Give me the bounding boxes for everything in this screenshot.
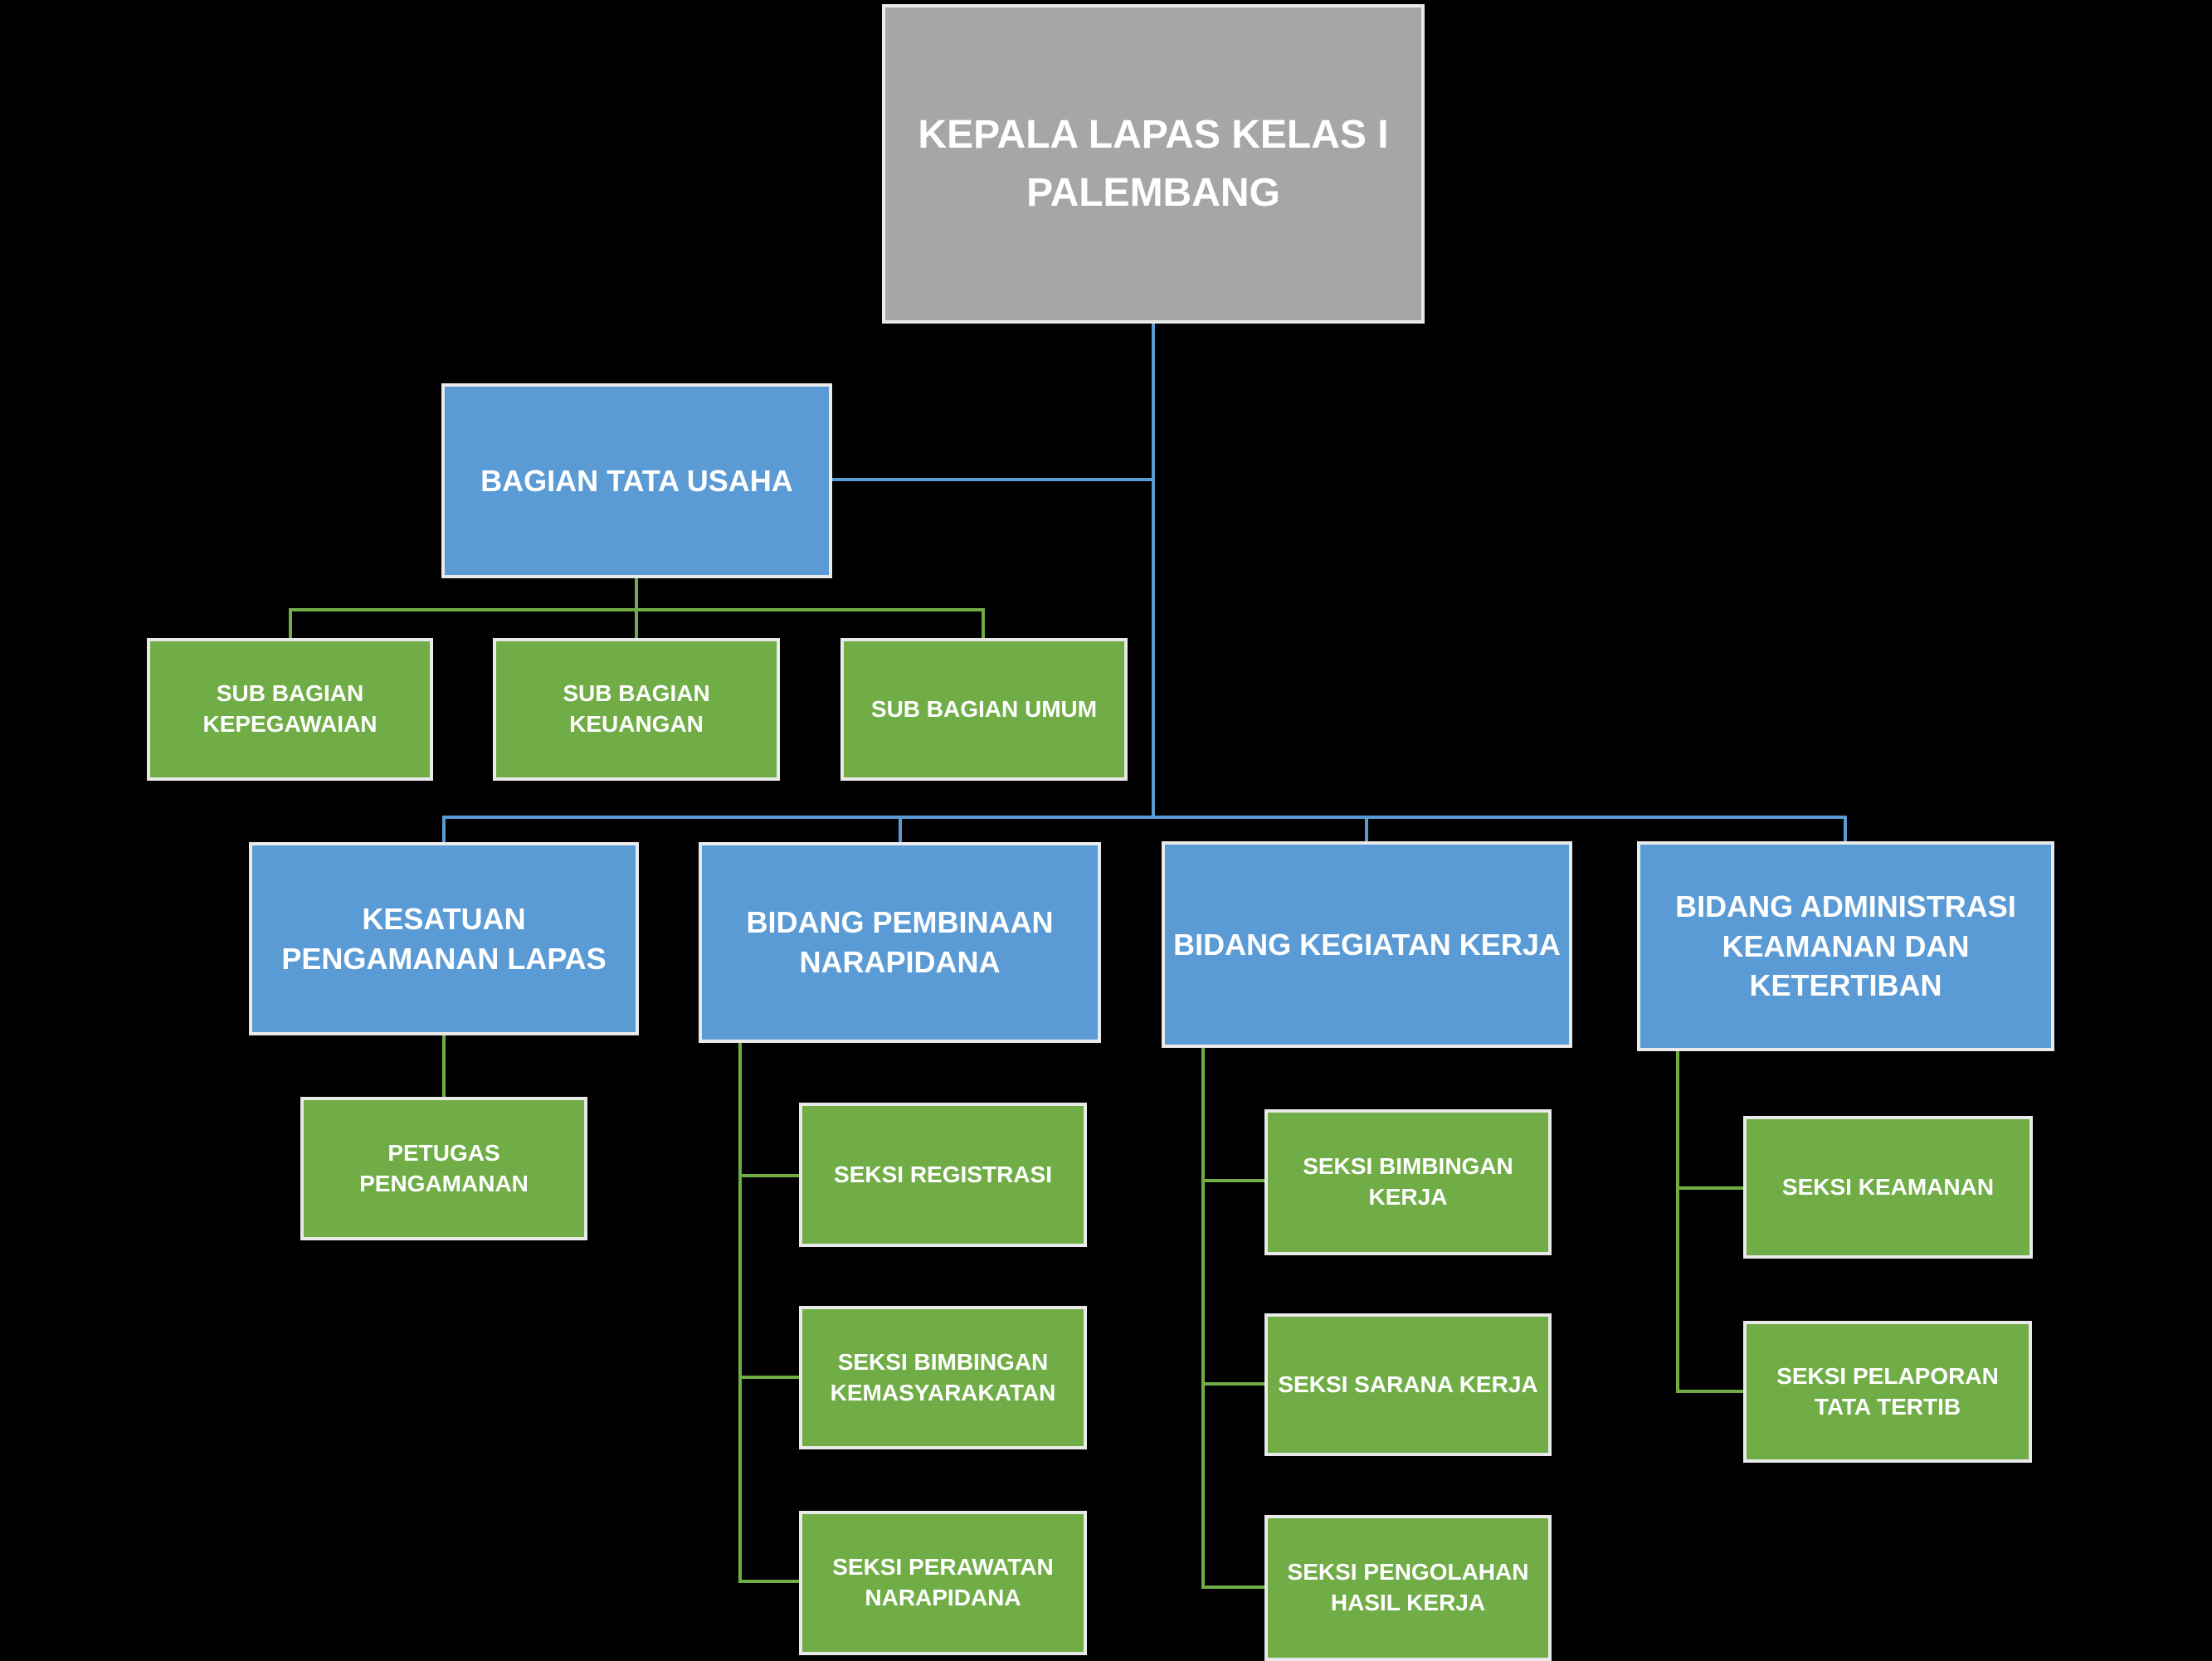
connector-stub-perawatan bbox=[738, 1580, 801, 1583]
node-label: SEKSI PELAPORAN TATA TERTIB bbox=[1776, 1362, 1999, 1420]
node-seksi-bimbingan-kemasyarakatan: SEKSI BIMBINGAN KEMASYARAKATAN bbox=[799, 1306, 1087, 1449]
node-label: BIDANG PEMBINAAN NARAPIDANA bbox=[746, 905, 1054, 979]
connector-stub-pelaporan bbox=[1676, 1390, 1745, 1393]
connector-stub-keamanan bbox=[1676, 1186, 1745, 1190]
node-label: SEKSI SARANA KERJA bbox=[1278, 1371, 1538, 1397]
connector-kegiatan-vertical bbox=[1201, 1048, 1205, 1589]
node-petugas-pengamanan: PETUGAS PENGAMANAN bbox=[300, 1097, 587, 1240]
node-bidang-pembinaan-narapidana: BIDANG PEMBINAAN NARAPIDANA bbox=[699, 842, 1101, 1043]
connector-kesatuan-petugas bbox=[442, 1035, 446, 1100]
node-sub-bagian-umum: SUB BAGIAN UMUM bbox=[840, 638, 1128, 781]
node-seksi-sarana-kerja: SEKSI SARANA KERJA bbox=[1264, 1313, 1552, 1456]
node-label: BIDANG ADMINISTRASI KEAMANAN DAN KETERTI… bbox=[1675, 889, 2016, 1003]
connector-tata-usaha-horizontal bbox=[832, 478, 1155, 481]
node-bidang-kegiatan-kerja: BIDANG KEGIATAN KERJA bbox=[1162, 841, 1572, 1048]
node-label: SEKSI KEAMANAN bbox=[1781, 1173, 1995, 1200]
connector-drop-keuangan bbox=[635, 608, 638, 641]
node-seksi-keamanan: SEKSI KEAMANAN bbox=[1743, 1116, 2033, 1259]
node-label: BIDANG KEGIATAN KERJA bbox=[1173, 927, 1561, 962]
node-seksi-registrasi: SEKSI REGISTRASI bbox=[799, 1103, 1087, 1247]
node-label: BAGIAN TATA USAHA bbox=[480, 463, 793, 498]
node-label: SEKSI REGISTRASI bbox=[834, 1161, 1052, 1187]
node-label: SEKSI PENGOLAHAN HASIL KERJA bbox=[1287, 1559, 1529, 1615]
node-label: SUB BAGIAN KEPEGAWAIAN bbox=[202, 680, 378, 737]
node-kepala-lapas: KEPALA LAPAS KELAS I PALEMBANG bbox=[882, 4, 1425, 324]
node-label: SUB BAGIAN KEUANGAN bbox=[563, 680, 710, 737]
connector-drop-pembinaan bbox=[899, 816, 902, 845]
connector-stub-registrasi bbox=[738, 1174, 801, 1177]
node-label: SEKSI PERAWATAN NARAPIDANA bbox=[832, 1554, 1054, 1610]
node-kesatuan-pengamanan-lapas: KESATUAN PENGAMANAN LAPAS bbox=[249, 842, 639, 1035]
connector-drop-kegiatan bbox=[1365, 816, 1368, 845]
node-bidang-administrasi-keamanan: BIDANG ADMINISTRASI KEAMANAN DAN KETERTI… bbox=[1637, 841, 2054, 1051]
node-seksi-perawatan-narapidana: SEKSI PERAWATAN NARAPIDANA bbox=[799, 1511, 1087, 1655]
connector-row2-horizontal bbox=[442, 816, 1847, 819]
connector-pembinaan-vertical bbox=[738, 1043, 742, 1583]
node-seksi-pelaporan-tata-tertib: SEKSI PELAPORAN TATA TERTIB bbox=[1743, 1321, 2032, 1463]
connector-drop-kesatuan bbox=[442, 816, 446, 845]
node-label: SEKSI BIMBINGAN KERJA bbox=[1303, 1153, 1513, 1210]
connector-drop-administrasi bbox=[1844, 816, 1847, 845]
node-label: SEKSI BIMBINGAN KEMASYARAKATAN bbox=[830, 1348, 1056, 1405]
connector-stub-sarana-kerja bbox=[1201, 1382, 1266, 1386]
connector-main-vertical bbox=[1152, 324, 1155, 819]
connector-stub-bimbingan-kerja bbox=[1201, 1179, 1266, 1182]
node-label: PETUGAS PENGAMANAN bbox=[359, 1139, 529, 1196]
node-seksi-bimbingan-kerja: SEKSI BIMBINGAN KERJA bbox=[1264, 1109, 1552, 1255]
connector-drop-umum bbox=[982, 608, 985, 641]
node-sub-bagian-kepegawaian: SUB BAGIAN KEPEGAWAIAN bbox=[147, 638, 433, 781]
connector-stub-kemasyarakatan bbox=[738, 1376, 801, 1379]
node-label: KESATUAN PENGAMANAN LAPAS bbox=[281, 901, 607, 976]
node-label: KEPALA LAPAS KELAS I PALEMBANG bbox=[918, 112, 1389, 215]
connector-drop-kepegawaian bbox=[289, 608, 292, 641]
node-seksi-pengolahan-hasil-kerja: SEKSI PENGOLAHAN HASIL KERJA bbox=[1264, 1515, 1552, 1661]
connector-administrasi-vertical bbox=[1676, 1051, 1679, 1393]
connector-stub-pengolahan bbox=[1201, 1586, 1266, 1589]
node-sub-bagian-keuangan: SUB BAGIAN KEUANGAN bbox=[493, 638, 780, 781]
node-bagian-tata-usaha: BAGIAN TATA USAHA bbox=[441, 383, 832, 578]
connector-tata-usaha-drop bbox=[635, 577, 638, 611]
node-label: SUB BAGIAN UMUM bbox=[870, 695, 1098, 722]
